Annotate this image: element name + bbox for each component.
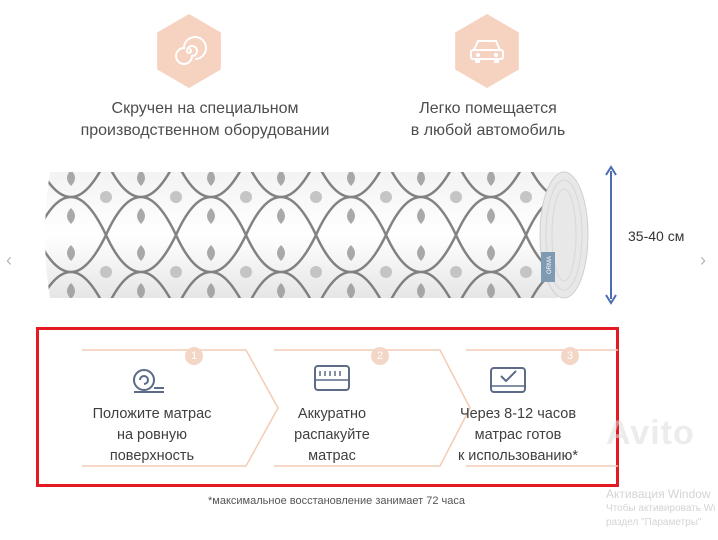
car-icon: [470, 40, 504, 63]
feature-rolled-line2: производственном оборудовании: [80, 122, 330, 139]
windows-activation-line2: Чтобы активировать Wi: [606, 503, 716, 514]
windows-activation-line3: раздел "Параметры": [606, 517, 702, 528]
step-3-number: 3: [561, 347, 579, 365]
feature-rolled: Скручен на специальном производственном …: [70, 98, 340, 142]
step-1-number: 1: [185, 347, 203, 365]
step-1-line3: поверхность: [109, 448, 195, 464]
step-3-line2: матрас готов: [474, 427, 562, 443]
spiral-icon: [175, 36, 207, 65]
height-measure-label: 35-40 см: [628, 228, 685, 244]
step-3-line3: к использованию*: [457, 448, 579, 464]
carousel-prev-arrow[interactable]: ‹: [6, 250, 12, 270]
feature-car: Легко помещается в любой автомобиль: [378, 98, 598, 142]
step-2-line1: Аккуратно: [297, 406, 367, 422]
step-1-text: Положите матрас на ровную поверхность: [72, 404, 232, 467]
feature-car-line1: Легко помещается: [419, 100, 557, 117]
feature-rolled-line1: Скручен на специальном: [111, 100, 299, 117]
step-3-text: Через 8-12 часов матрас готов к использо…: [438, 404, 598, 467]
rolled-mattress-image: [45, 171, 589, 299]
recovery-footnote: *максимальное восстановление занимает 72…: [208, 495, 465, 507]
step-2-text: Аккуратно распакуйте матрас: [262, 404, 402, 467]
mattress-unroll-icon: [133, 369, 164, 393]
car-feature-badge: [455, 14, 519, 88]
step-3-line1: Через 8-12 часов: [459, 406, 577, 422]
mattress-box-icon: [314, 365, 350, 391]
step-1-line1: Положите матрас: [92, 406, 212, 422]
avito-watermark: Avito: [606, 414, 695, 452]
step-2-line2: распакуйте: [294, 427, 370, 443]
step-2-number: 2: [371, 347, 389, 365]
carousel-next-arrow[interactable]: ›: [700, 250, 706, 270]
spiral-feature-badge: [157, 14, 221, 88]
mattress-brand-tag: ORMA: [547, 256, 553, 274]
windows-activation-title: Активация Window: [606, 487, 711, 501]
mattress-check-icon: [490, 367, 526, 393]
height-measure-arrow: [605, 165, 617, 305]
step-2-line3: матрас: [308, 448, 356, 464]
steps-highlight-frame: [36, 327, 619, 487]
feature-car-line2: в любой автомобиль: [410, 122, 566, 139]
step-1-line2: на ровную: [116, 427, 188, 443]
